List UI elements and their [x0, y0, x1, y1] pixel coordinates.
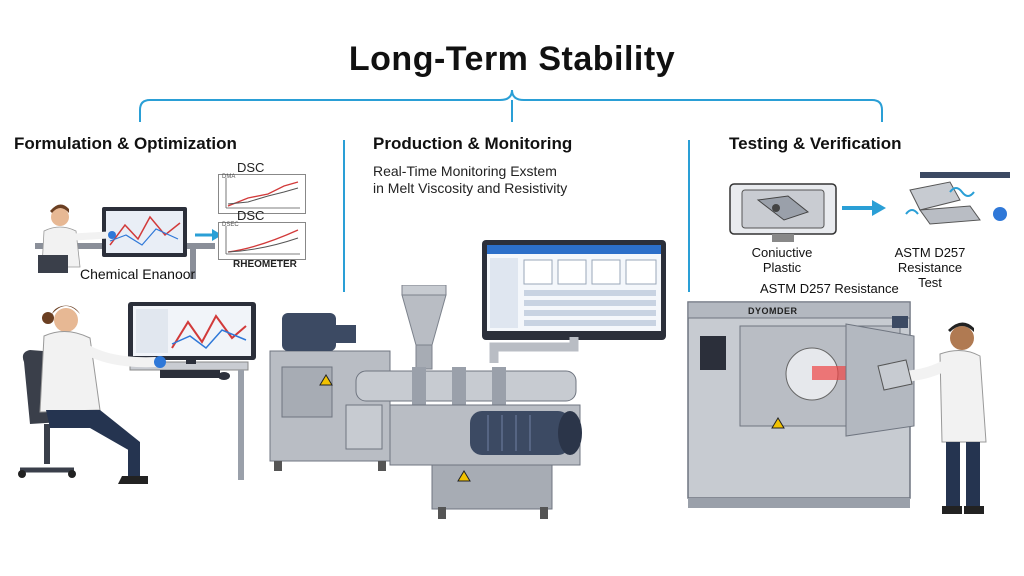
arrow-to-test [842, 200, 886, 216]
caption-chemical-engineer: Chemical Enanoor [80, 266, 196, 282]
heading-testing: Testing & Verification [729, 134, 902, 153]
chart-label-rheometer: RHEOMETER [233, 259, 297, 270]
caption-astm-test: ASTM D257 Resistance Test [894, 245, 966, 290]
extruder-machine [269, 285, 582, 519]
environmental-chamber [687, 301, 915, 508]
engineer-workstation [18, 302, 256, 484]
control-monitor [482, 240, 666, 340]
chart-dsc-top [218, 174, 306, 214]
sample-display [729, 183, 837, 242]
caption-conductive-plastic: Coniuctive Plastic [751, 245, 813, 275]
resistance-test-rig [905, 172, 1010, 225]
caption-chamber: ASTM D257 Resistance [760, 281, 899, 296]
chart-rheometer [218, 222, 306, 260]
heading-formulation: Formulation & Optimization [14, 134, 237, 153]
monitoring-description: Real-Time Monitoring Exstem in Melt Visc… [373, 163, 568, 196]
chart-label-dsc-2: DSC [237, 208, 265, 223]
page-title: Long-Term Stability [348, 40, 676, 78]
heading-production: Production & Monitoring [373, 134, 573, 153]
chart-mini-label-dsec: DSEC [222, 222, 239, 228]
chart-label-dsc-1: DSC [237, 160, 265, 175]
technician [877, 322, 987, 514]
formulation-scene [35, 204, 222, 279]
chamber-brand-label: DYOMDER [748, 306, 798, 316]
chart-mini-label-dma: DMA [222, 174, 236, 180]
